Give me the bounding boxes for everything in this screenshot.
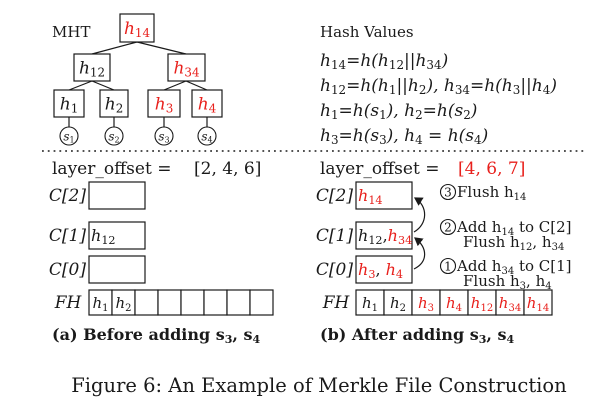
node-h34-label: h34	[173, 59, 199, 80]
leaf-node-2-label: h2	[105, 95, 124, 116]
leaf-node-4: h4	[191, 89, 223, 118]
leaf-node-1: h1	[53, 89, 85, 118]
hash-line-4: h3=h(s3), h4 = h(s4)	[320, 126, 488, 147]
cache-row-2: C[2]h14	[316, 181, 413, 210]
cache-label: C[2]	[49, 186, 86, 206]
file-cell-label: h4	[446, 294, 462, 314]
file-cell-label: h12	[471, 294, 493, 314]
file-cell-label: h3	[418, 294, 434, 314]
file-cell-label: h1	[92, 294, 108, 314]
mht-title: MHT	[52, 23, 90, 41]
hash-line-1: h14=h(h12||h34)	[320, 51, 448, 72]
file-cell	[203, 289, 228, 316]
after-panel: layer_offset = [4, 6, 7]C[2]h14C[1]h12,h…	[316, 159, 572, 346]
file-cell	[439, 289, 469, 316]
file-cell-label: h2	[390, 294, 406, 314]
segment-label: s1	[63, 130, 74, 145]
step-line1: Add h34 to C[1]	[456, 257, 572, 277]
step-line1: Flush h14	[457, 183, 526, 203]
step-2: 2 Add h14 to C[2]Flush h12, h34	[439, 218, 572, 253]
leaf-node-4-label: h4	[198, 95, 217, 116]
node-h34: h34	[167, 53, 206, 82]
segment-2: s2	[104, 126, 124, 146]
leaf-node-3-label: h3	[155, 95, 174, 116]
file-cell	[157, 289, 182, 316]
file-cell	[495, 289, 525, 316]
layer-offset-label: layer_offset =	[320, 159, 439, 179]
step-3: 3 Flush h14	[439, 183, 526, 203]
cache-row-1: C[1]h12,h34	[316, 221, 413, 250]
root-node: h14	[119, 13, 155, 43]
cache-row-2: C[2]	[49, 181, 146, 210]
cache-content: h14	[358, 186, 383, 207]
cache-content: h12,h34	[358, 226, 412, 247]
node-h12-label: h12	[79, 59, 105, 80]
cache-label: C[1]	[49, 226, 86, 246]
hash-line-2: h12=h(h1||h2), h34=h(h3||h4)	[320, 76, 557, 97]
hash-line-3: h1=h(s1), h2=h(s2)	[320, 101, 477, 122]
panel-caption: (a) Before adding s3, s4	[52, 325, 261, 346]
layer-offset-value: [2, 4, 6]	[194, 159, 261, 179]
flush-arrows	[413, 197, 426, 270]
cache-content: h12	[91, 226, 116, 247]
step-number: 3	[444, 186, 452, 200]
layer-offset-value: [4, 6, 7]	[458, 159, 525, 179]
file-cell-label: h14	[527, 294, 549, 314]
leaf-node-3: h3	[147, 89, 181, 118]
segment-1: s1	[59, 126, 79, 146]
file-cell	[523, 289, 553, 316]
step-number: 2	[444, 221, 452, 235]
step-line1: Add h14 to C[2]	[456, 218, 572, 238]
tree-edges	[68, 41, 208, 127]
file-cell	[411, 289, 441, 316]
file-cell	[249, 289, 274, 316]
cache-row-0: C[0]	[49, 255, 146, 284]
segment-label: s4	[201, 130, 212, 145]
figure-caption: Figure 6: An Example of Merkle File Cons…	[71, 374, 567, 397]
cache-label: C[1]	[316, 226, 353, 246]
file-cell-label: h2	[115, 294, 131, 314]
step-number: 1	[444, 260, 452, 274]
file-label: FH	[54, 293, 83, 313]
node-h12: h12	[73, 53, 111, 82]
leaf-node-2: h2	[99, 89, 129, 118]
segment-label: s2	[108, 130, 119, 145]
mht-tree: MHT h14 h12 h34 h1 h2 h3 h4 s1 s2 s3 s4	[52, 13, 223, 146]
merkle-file-row: FH h1 h2	[54, 289, 274, 316]
file-cell-label: h1	[362, 294, 378, 314]
root-node-label: h14	[124, 19, 150, 40]
segment-3: s3	[154, 126, 174, 146]
file-cell	[226, 289, 251, 316]
file-cell	[180, 289, 205, 316]
cache-row-0: C[0]h3, h4	[316, 255, 413, 284]
cache-label: C[0]	[316, 260, 353, 280]
file-cell	[134, 289, 159, 316]
segment-4: s4	[197, 126, 217, 146]
before-panel: layer_offset = [2, 4, 6]C[2]C[1]h12C[0]F…	[49, 159, 274, 346]
file-label: FH	[322, 293, 351, 313]
cache-content: h3, h4	[358, 260, 403, 281]
cache-row-1: C[1]h12	[49, 221, 146, 250]
segment-label: s3	[158, 130, 169, 145]
hash-values-title: Hash Values	[320, 23, 414, 41]
layer-offset-label: layer_offset =	[52, 159, 171, 179]
step-line2: Flush h3, h4	[463, 272, 552, 292]
leaf-node-1-label: h1	[60, 95, 79, 116]
cache-label: C[0]	[49, 260, 86, 280]
hash-values-panel: Hash Values h14=h(h12||h34) h12=h(h1||h2),…	[320, 23, 557, 147]
step-line2: Flush h12, h34	[463, 233, 564, 253]
cache-label: C[2]	[316, 186, 353, 206]
step-1: 1 Add h34 to C[1]Flush h3, h4	[439, 257, 572, 292]
merkle-file-row: FH h1 h2 h3 h4 h12 h34 h14	[322, 289, 553, 316]
file-cell-label: h34	[499, 294, 521, 314]
panel-caption: (b) After adding s3, s4	[320, 325, 515, 346]
